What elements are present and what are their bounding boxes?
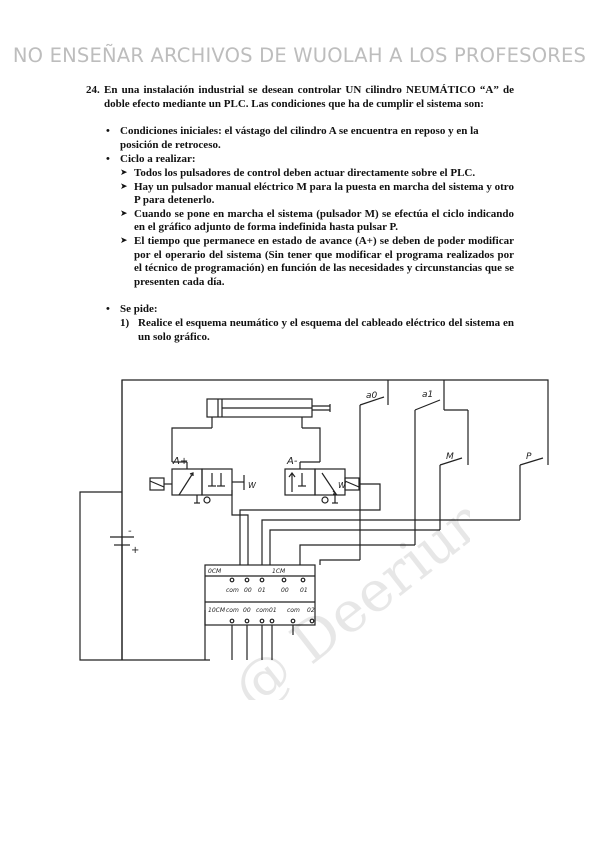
plc-out-00: 00: [243, 607, 251, 614]
switch-a0: [359, 380, 389, 560]
wire-a0: [319, 559, 360, 565]
wire-left-loop: [79, 491, 122, 661]
wire-p: [261, 519, 520, 565]
switch-label-a1: a1: [422, 390, 433, 400]
wire-valve-right: [239, 483, 381, 565]
problem-content: 24. En una instalación industrial se des…: [86, 84, 514, 345]
ask-label: Se pide:: [120, 303, 158, 316]
condition-cycle: Ciclo a realizar: Todos los pulsadores d…: [86, 153, 514, 289]
plc-out-01: 01: [269, 607, 277, 614]
battery-plus: +: [131, 545, 139, 556]
problem-number: 24.: [86, 84, 100, 96]
condition-initial: Condiciones iniciales: el vástago del ci…: [86, 125, 514, 152]
plc-out-com3: com: [287, 607, 300, 614]
watermark-banner: NO ENSEÑAR ARCHIVOS DE WUOLAH A LOS PROF…: [12, 44, 587, 67]
plc-in-01b: 01: [300, 587, 308, 594]
plc-1cm: 1CM: [272, 568, 286, 575]
ask-number: 1): [120, 316, 130, 329]
switch-label-m: M: [446, 452, 454, 462]
valve-right-label: A-: [286, 456, 298, 467]
plc-10cm: 10CM: [208, 607, 226, 614]
ask-item: 1) Realice el esquema neumático y el esq…: [120, 317, 514, 344]
plc-in-00: 00: [244, 587, 252, 594]
valve-a-plus: [149, 461, 245, 504]
valve-right-w: W: [338, 481, 347, 490]
switch-a1: [414, 380, 445, 545]
switch-p: [519, 405, 549, 520]
switch-label-p: P: [526, 452, 532, 462]
plc-in-00b: 00: [281, 587, 289, 594]
wire-m: [269, 529, 440, 565]
valve-left-label: A+: [172, 456, 188, 467]
plc-out-02: 02: [307, 607, 315, 614]
plc-in-com: com: [226, 587, 239, 594]
battery: [110, 536, 134, 660]
plc-out-com2: com: [256, 607, 269, 614]
plc: [204, 564, 316, 626]
subitem-2: Hay un pulsador manual eléctrico M para …: [120, 181, 514, 208]
switch-m: [439, 409, 469, 530]
subitem-1: Todos los pulsadores de control deben ac…: [120, 167, 514, 181]
wire-a1: [299, 544, 415, 565]
problem-statement: 24. En una instalación industrial se des…: [86, 84, 514, 111]
conditions-list: Condiciones iniciales: el vástago del ci…: [86, 125, 514, 344]
cylinder-a: [171, 398, 331, 462]
plc-in-01: 01: [258, 587, 266, 594]
plc-0cm: 0CM: [208, 568, 222, 575]
subitem-3: Cuando se pone en marcha el sistema (pul…: [120, 208, 514, 235]
battery-minus: -: [128, 526, 132, 537]
subitem-4: El tiempo que permanece en estado de ava…: [120, 235, 514, 289]
problem-text: En una instalación industrial se desean …: [104, 84, 514, 110]
ask-text: Realice el esquema neumático y el esquem…: [138, 316, 514, 343]
cycle-subitems: Todos los pulsadores de control deben ac…: [120, 167, 514, 289]
valve-a-minus: [284, 461, 360, 504]
ask-section: Se pide: 1) Realice el esquema neumático…: [86, 303, 514, 344]
valve-left-w: W: [248, 481, 257, 490]
plc-out-com: com: [226, 607, 239, 614]
switch-label-a0: a0: [366, 391, 378, 401]
